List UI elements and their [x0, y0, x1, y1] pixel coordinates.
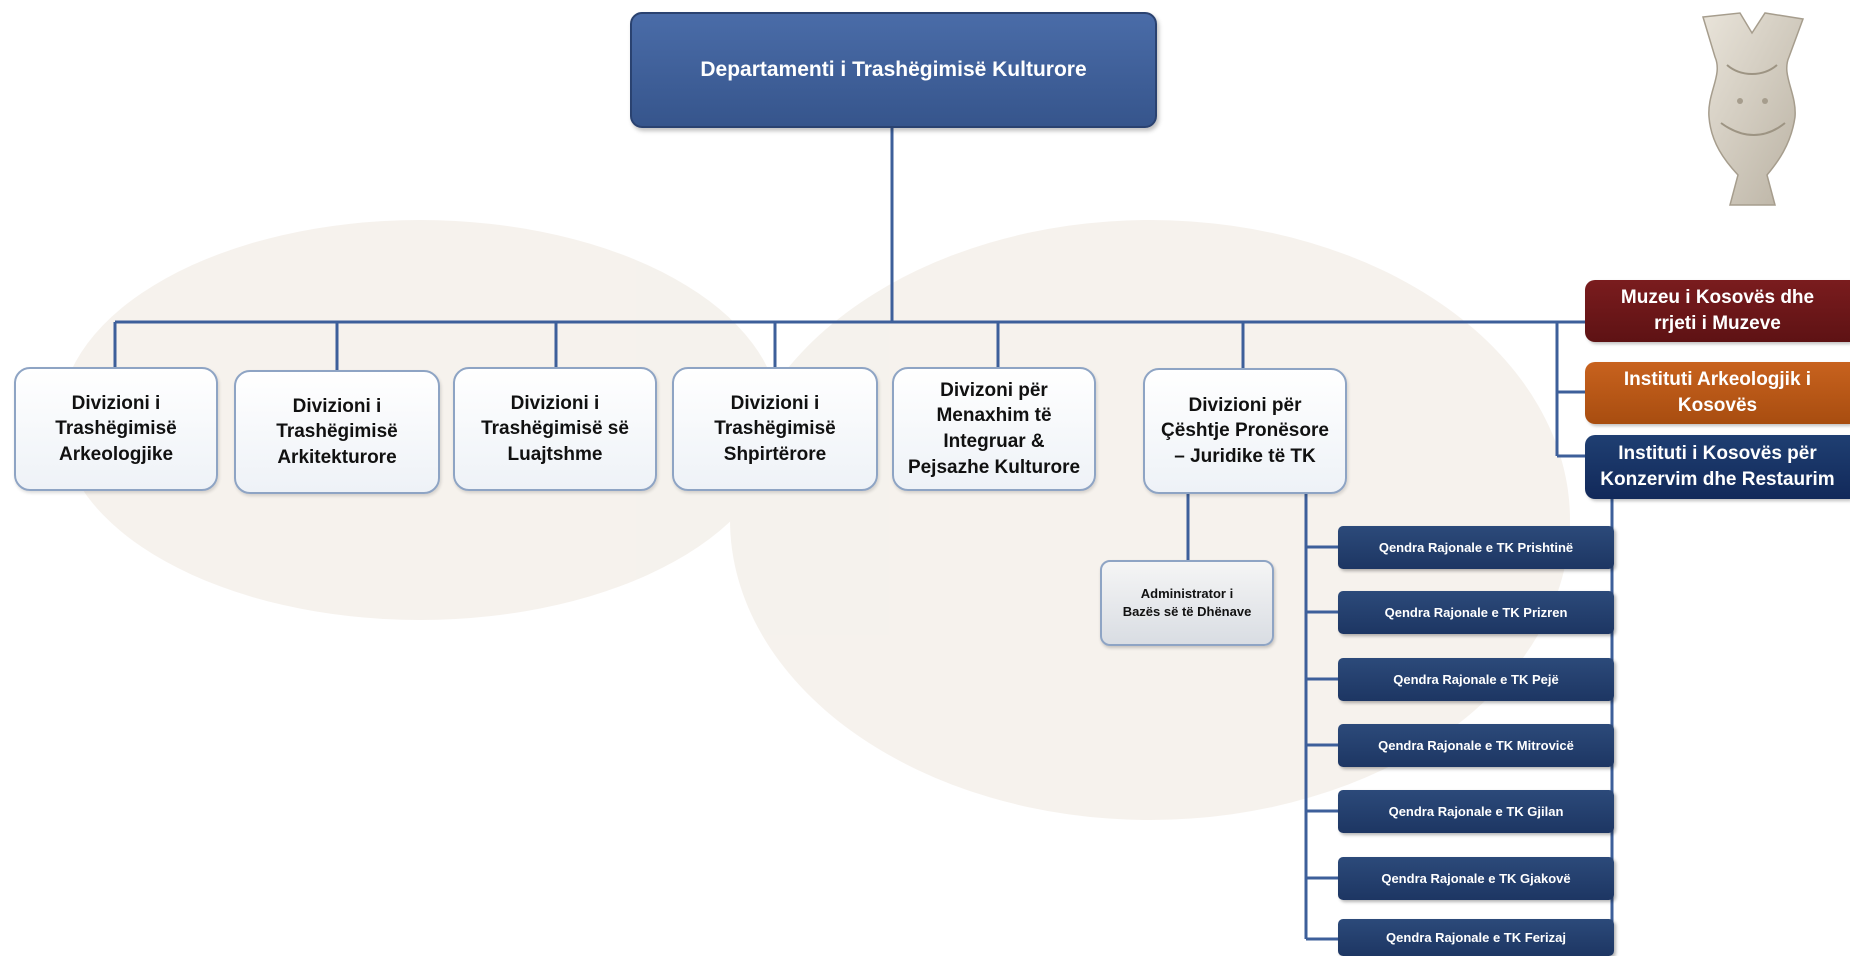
- division-archaeological-line-3: Arkeologjike: [58, 443, 174, 465]
- regional-center-ferizaj: Qendra Rajonale e TK Ferizaj: [1338, 919, 1614, 956]
- regional-center-gjakove: Qendra Rajonale e TK Gjakovë: [1338, 857, 1614, 900]
- division-property-legal-line-3: – Juridike të TK: [1174, 445, 1316, 467]
- database-administrator-box: Administrator i Bazës së të Dhënave: [1100, 560, 1274, 646]
- division-landscape-line-1: Divizoni për: [940, 379, 1048, 401]
- division-landscape-line-2: Menaxhim të: [936, 405, 1052, 427]
- kosovo-museum-line-2: rrjeti i Muzeve: [1654, 313, 1781, 334]
- archaeological-institute-box: Instituti Arkeologjik i Kosovës: [1585, 362, 1850, 424]
- regional-center-prizren: Qendra Rajonale e TK Prizren: [1338, 591, 1614, 634]
- division-archaeological-line-1: Divizioni i: [71, 392, 161, 414]
- division-property-legal-box: Divizioni për Çështje Pronësore – Juridi…: [1143, 368, 1347, 494]
- regional-center-mitrovice-label: Qendra Rajonale e TK Mitrovicë: [1378, 738, 1574, 753]
- division-spiritual-line-3: Shpirtërore: [723, 443, 827, 465]
- regional-center-peje: Qendra Rajonale e TK Pejë: [1338, 658, 1614, 701]
- division-spiritual-box: Divizioni i Trashëgimisë Shpirtërore: [672, 367, 878, 491]
- regional-center-gjakove-label: Qendra Rajonale e TK Gjakovë: [1381, 871, 1571, 886]
- division-spiritual-line-1: Divizioni i: [730, 392, 820, 414]
- regional-center-mitrovice: Qendra Rajonale e TK Mitrovicë: [1338, 724, 1614, 767]
- division-architectural-box: Divizioni i Trashëgimisë Arkitekturore: [234, 370, 440, 494]
- kosovo-museum-box: Muzeu i Kosovës dhe rrjeti i Muzeve: [1585, 280, 1850, 342]
- division-landscape-box: Divizoni për Menaxhim të Integruar & Pej…: [892, 367, 1096, 491]
- clay-figurine-icon: [1702, 12, 1805, 206]
- division-landscape-line-4: Pejsazhe Kulturore: [907, 456, 1081, 478]
- division-movable-line-1: Divizioni i: [510, 392, 600, 414]
- division-architectural-line-1: Divizioni i: [292, 395, 382, 417]
- division-architectural-line-2: Trashëgimisë: [276, 421, 398, 443]
- archaeological-institute-line-1: Instituti Arkeologjik i: [1623, 369, 1812, 391]
- division-landscape-line-3: Integruar &: [943, 431, 1045, 452]
- regional-center-gjilan: Qendra Rajonale e TK Gjilan: [1338, 790, 1614, 833]
- division-spiritual-line-2: Trashëgimisë: [714, 418, 836, 440]
- division-archaeological-line-2: Trashëgimisë: [55, 418, 177, 440]
- conservation-institute-line-2: Konzervim dhe Restaurim: [1600, 469, 1835, 490]
- regional-center-prishtine: Qendra Rajonale e TK Prishtinë: [1338, 526, 1614, 569]
- database-administrator-line-2: Bazës së të Dhënave: [1122, 604, 1252, 619]
- division-property-legal-line-1: Divizioni për: [1188, 394, 1302, 416]
- division-property-legal-line-2: Çështje Pronësore: [1161, 420, 1329, 442]
- database-administrator-line-1: Administrator i: [1140, 585, 1234, 601]
- division-movable-line-3: Luajtshme: [507, 443, 603, 465]
- department-box: Departamenti i Trashëgimisë Kulturore: [630, 12, 1157, 128]
- kosovo-museum-line-1: Muzeu i Kosovës dhe: [1620, 287, 1815, 309]
- conservation-institute-line-1: Instituti i Kosovës për: [1618, 443, 1817, 465]
- conservation-institute-box: Instituti i Kosovës për Konzervim dhe Re…: [1585, 435, 1850, 499]
- regional-center-ferizaj-label: Qendra Rajonale e TK Ferizaj: [1386, 930, 1566, 945]
- regional-center-prizren-label: Qendra Rajonale e TK Prizren: [1384, 605, 1568, 620]
- department-label: Departamenti i Trashëgimisë Kulturore: [700, 58, 1087, 81]
- archaeological-institute-line-2: Kosovës: [1677, 395, 1758, 416]
- division-architectural-line-3: Arkitekturore: [277, 446, 397, 468]
- regional-center-prishtine-label: Qendra Rajonale e TK Prishtinë: [1378, 540, 1574, 555]
- division-movable-box: Divizioni i Trashëgimisë së Luajtshme: [453, 367, 657, 491]
- division-movable-line-2: Trashëgimisë së: [481, 418, 629, 440]
- division-archaeological-box: Divizioni i Trashëgimisë Arkeologjike: [14, 367, 218, 491]
- regional-center-peje-label: Qendra Rajonale e TK Pejë: [1393, 672, 1559, 687]
- regional-center-gjilan-label: Qendra Rajonale e TK Gjilan: [1388, 804, 1564, 819]
